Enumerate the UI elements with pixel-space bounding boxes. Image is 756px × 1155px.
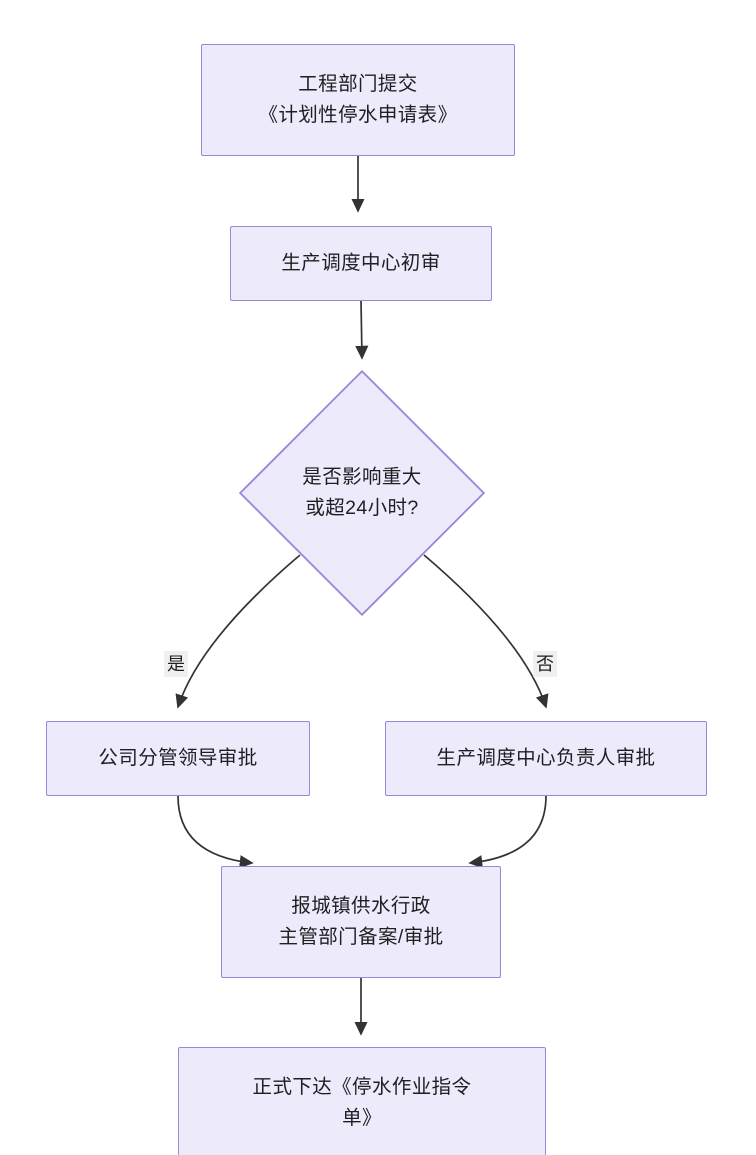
node-decision-major-impact[interactable]: 是否影响重大 或超24小时?: [239, 370, 485, 616]
edge-label-no: 否: [533, 651, 557, 677]
node-label: 正式下达《停水作业指令 单》: [252, 1076, 472, 1129]
edge-n3-n5: [423, 554, 549, 709]
edge-n4-n6: [177, 795, 254, 869]
edge-n5-n6: [468, 795, 547, 869]
node-dispatch-center-first-review[interactable]: 生产调度中心初审: [230, 226, 492, 301]
node-submit-application[interactable]: 工程部门提交 《计划性停水申请表》: [201, 44, 515, 156]
edge-label-yes: 是: [164, 651, 188, 677]
node-company-leader-approval[interactable]: 公司分管领导审批: [46, 721, 310, 796]
node-label: 是否影响重大 或超24小时?: [302, 466, 422, 519]
diamond-shape: [239, 370, 485, 616]
edge-n2-n3: [355, 300, 369, 360]
node-label: 公司分管领导审批: [98, 747, 258, 769]
node-municipal-authority-filing[interactable]: 报城镇供水行政 主管部门备案/审批: [221, 866, 501, 978]
node-label: 生产调度中心负责人审批: [436, 747, 656, 769]
node-label: 报城镇供水行政 主管部门备案/审批: [278, 895, 444, 948]
node-issue-shutdown-order[interactable]: 正式下达《停水作业指令 单》: [178, 1047, 546, 1155]
node-dispatch-head-approval[interactable]: 生产调度中心负责人审批: [385, 721, 707, 796]
node-label: 工程部门提交 《计划性停水申请表》: [258, 73, 458, 126]
edge-n3-n4: [175, 554, 301, 709]
node-label: 生产调度中心初审: [281, 252, 441, 274]
